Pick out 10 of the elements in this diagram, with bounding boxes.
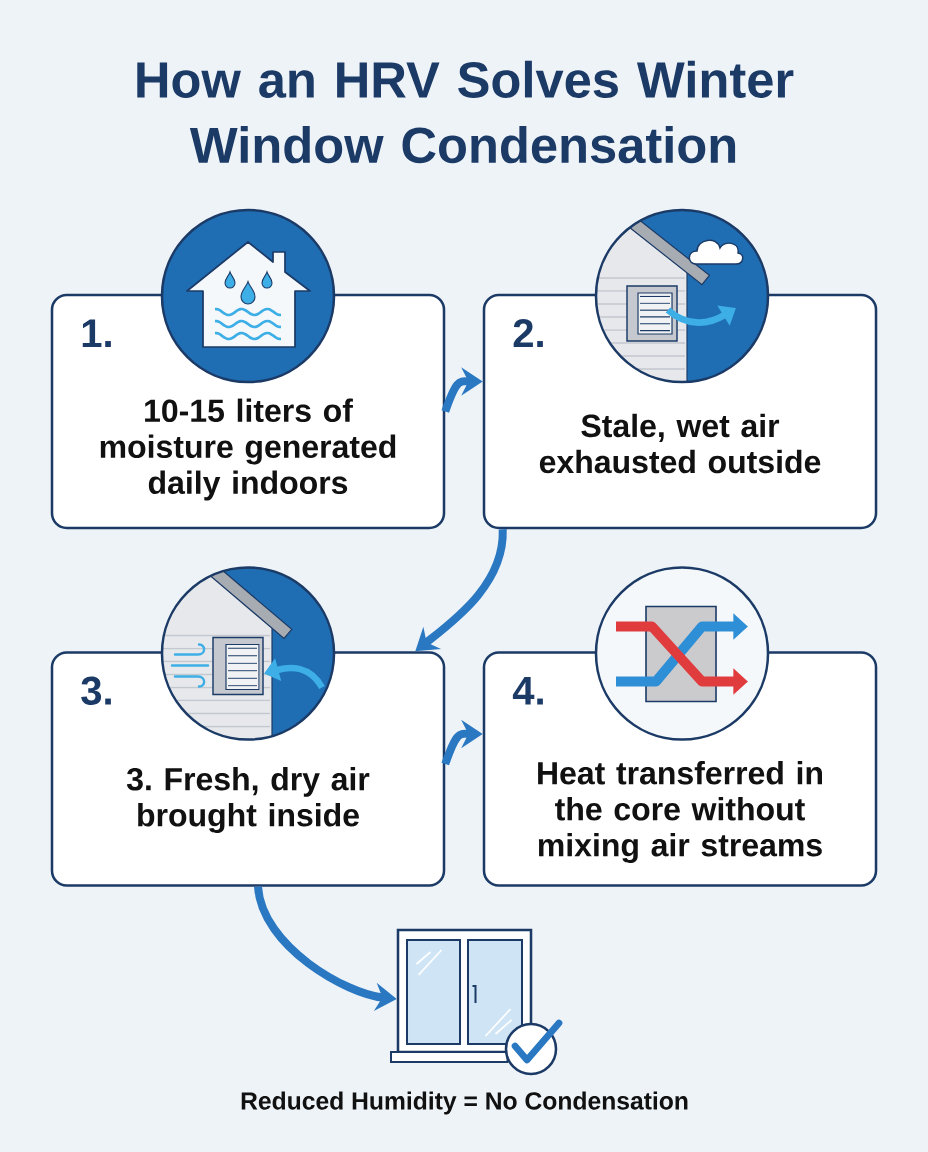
step-description: Heat transferred in the core without mixing air streams: [538, 761, 822, 863]
step-description: Stale, wet air exhausted outside: [539, 413, 821, 474]
title: How an HRV Solves Winter Window Condensation: [137, 60, 794, 164]
step-number: 3.: [81, 676, 111, 705]
step-number: 4.: [512, 677, 543, 705]
step-number: 1.: [82, 319, 111, 347]
step-description: 10-15 liters of moisture generated daily indoors: [100, 398, 396, 501]
step-description: 3. Fresh, dry air brought inside: [126, 767, 370, 833]
step-number: 2.: [513, 319, 543, 347]
result-label: Reduced Humidity = No Condensation: [241, 1091, 688, 1115]
